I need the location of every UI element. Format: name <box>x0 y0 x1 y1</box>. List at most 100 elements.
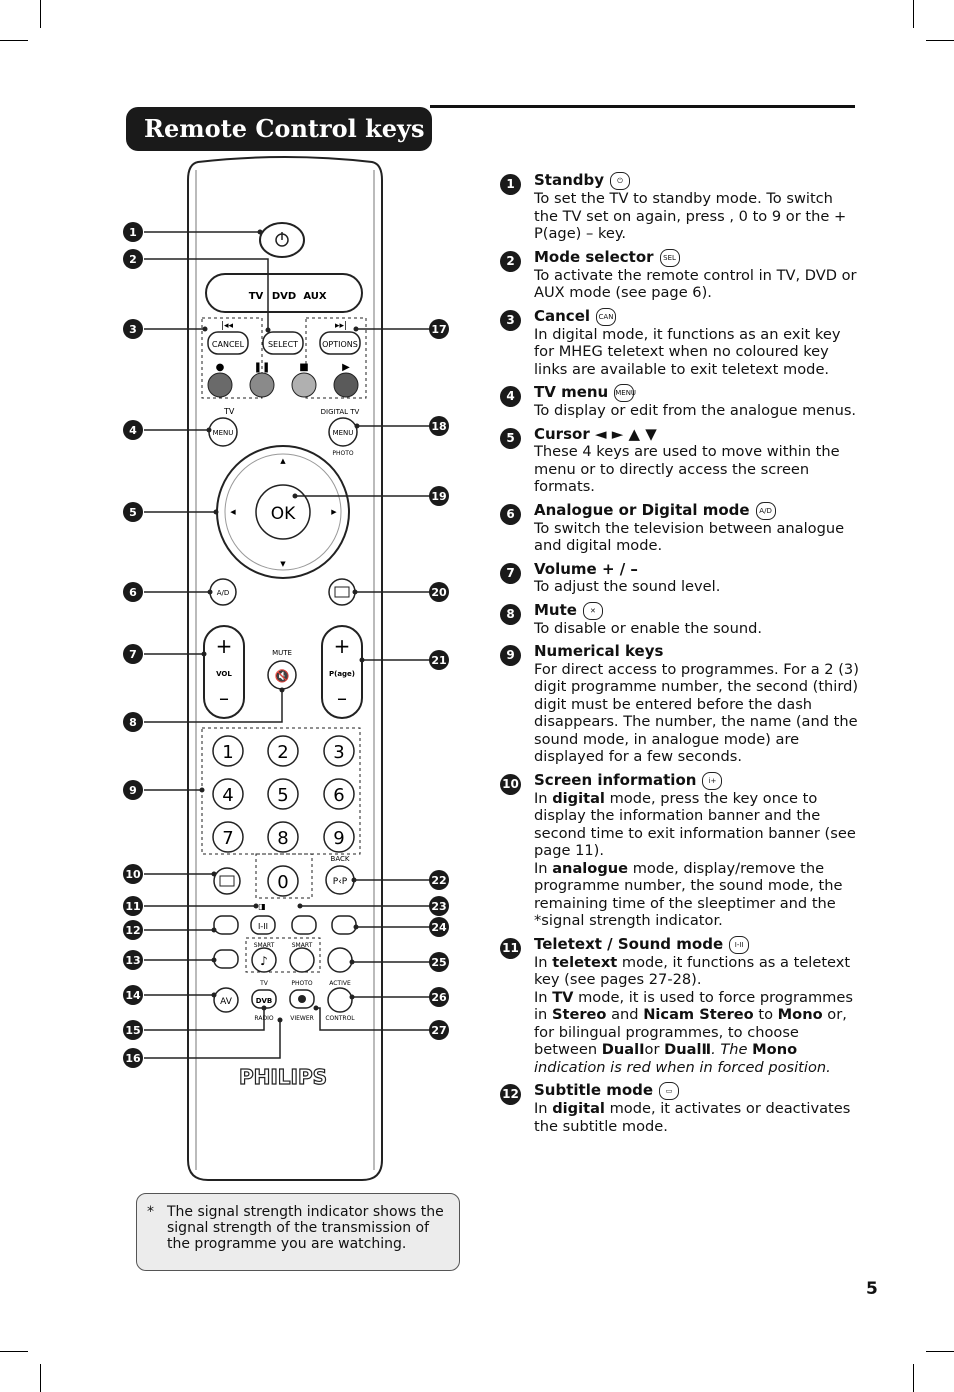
item-number: 8 <box>500 603 521 625</box>
item-title: Subtitle mode <box>534 1081 654 1099</box>
item-body: In digital mode, press the key once to d… <box>534 789 856 860</box>
item-body: In analogue mode, display/remove the pro… <box>534 859 843 930</box>
photo-label-2: PHOTO <box>291 980 313 987</box>
red-key <box>207 372 233 398</box>
svg-text:▲: ▲ <box>280 457 286 465</box>
smart-picture-button <box>289 947 315 973</box>
item-number: 4 <box>500 386 521 407</box>
cancel-icon: CAN <box>596 307 617 326</box>
numeric-keypad: 1 2 3 4 5 6 7 8 9 <box>212 735 355 853</box>
digital-tv-label: DIGITAL TV <box>321 408 360 416</box>
ok-button <box>255 484 311 540</box>
svg-text:❚❚: ❚❚ <box>254 362 271 373</box>
digit-7: 7 <box>222 828 233 849</box>
callout-7: 7 <box>129 648 137 661</box>
ad-icon: A/D <box>755 501 776 520</box>
svg-text:🔇: 🔇 <box>275 669 290 683</box>
digit-1: 1 <box>222 742 233 763</box>
svg-text:▼: ▼ <box>280 560 286 568</box>
smart-label-1: SMART <box>254 942 275 949</box>
select-button <box>262 331 304 355</box>
pp-label: P‹P <box>333 877 348 887</box>
digit-8: 8 <box>277 828 288 849</box>
item-numerical-keys: 9 Numerical keys For direct access to pr… <box>500 642 860 766</box>
footnote-box: * The signal strength indicator shows th… <box>136 1193 460 1271</box>
callout-2: 2 <box>129 253 137 266</box>
callout-26: 26 <box>431 991 447 1004</box>
green-key <box>249 372 275 398</box>
callout-15: 15 <box>125 1024 140 1037</box>
subtitle-icon: ▭ <box>659 1082 680 1100</box>
crop-mark <box>913 1364 914 1392</box>
blue-key <box>333 372 359 398</box>
item-title: Standby <box>534 171 605 189</box>
item-number: 12 <box>500 1084 521 1105</box>
digit-9: 9 <box>333 828 344 849</box>
svg-text:I-II: I-II <box>258 922 268 931</box>
callout-6: 6 <box>129 586 137 599</box>
callout-19: 19 <box>431 490 446 503</box>
callout-27: 27 <box>431 1024 446 1037</box>
item-number: 1 <box>500 174 521 195</box>
svg-text:|◂◂: |◂◂ <box>221 321 234 331</box>
item-number: 7 <box>500 562 521 584</box>
digit-0-button <box>267 865 299 897</box>
item-standby: 1 Standby ⏻ To set the TV to standby mode… <box>500 171 860 243</box>
item-body: To switch the television between analogu… <box>534 519 845 555</box>
item-body: To display or edit from the analogue men… <box>534 402 857 419</box>
remote-illustration: TV DVD AUX |◂◂ ▸▸| CANCEL SELECT OPTIONS… <box>123 156 449 1181</box>
callout-23: 23 <box>431 900 446 913</box>
callout-14: 14 <box>125 989 141 1002</box>
yellow-key <box>291 372 317 398</box>
crop-mark <box>40 0 41 28</box>
item-title: Screen information <box>534 770 697 789</box>
mode-label-tv: TV <box>249 291 264 302</box>
callout-4: 4 <box>129 424 137 437</box>
cancel-label: CANCEL <box>212 340 245 349</box>
info-icon: i+ <box>702 771 723 790</box>
standby-icon: ⏻ <box>610 172 631 190</box>
item-number: 6 <box>500 503 521 525</box>
svg-text:+: + <box>216 634 233 658</box>
item-number: 5 <box>500 427 521 449</box>
options-button <box>319 331 361 355</box>
digit-5: 5 <box>277 785 288 806</box>
volume-rocker <box>203 625 245 719</box>
menu-label-2: MENU <box>333 429 354 437</box>
digital-menu-button <box>328 417 358 447</box>
digit-6: 6 <box>333 785 344 806</box>
digit-4: 4 <box>222 785 233 806</box>
callout-13: 13 <box>125 954 140 967</box>
callout-5: 5 <box>129 506 137 519</box>
item-number: 3 <box>500 309 521 331</box>
page-rocker <box>321 625 363 719</box>
select-label: SELECT <box>268 340 298 349</box>
item-title: Mute <box>534 600 577 619</box>
svg-text:–: – <box>219 686 229 710</box>
mode-label-aux: AUX <box>303 291 327 302</box>
svg-text:▶: ▶ <box>331 508 337 516</box>
page-label: P(age) <box>329 670 355 678</box>
ad-label: A/D <box>217 589 230 597</box>
item-title: Mode selector <box>534 247 654 266</box>
footnote-text: The signal strength indicator shows the … <box>167 1204 444 1252</box>
callout-8: 8 <box>129 716 137 729</box>
svg-text:●: ● <box>216 362 225 373</box>
pip-button <box>331 915 357 935</box>
svg-text:▶: ▶ <box>342 362 350 373</box>
item-body: To set the TV to standby mode. To switch… <box>534 190 847 242</box>
menu-label: MENU <box>213 429 234 437</box>
item-title: Teletext / Sound mode <box>534 934 724 953</box>
mute-icon: ✕ <box>582 601 603 620</box>
callout-21: 21 <box>431 654 446 667</box>
callout-22: 22 <box>431 874 446 887</box>
list-button <box>291 915 317 935</box>
callout-10: 10 <box>125 868 141 881</box>
active-label: ACTIVE <box>329 980 351 987</box>
callout-20: 20 <box>431 586 447 599</box>
svg-text:▸▸|: ▸▸| <box>335 321 347 331</box>
